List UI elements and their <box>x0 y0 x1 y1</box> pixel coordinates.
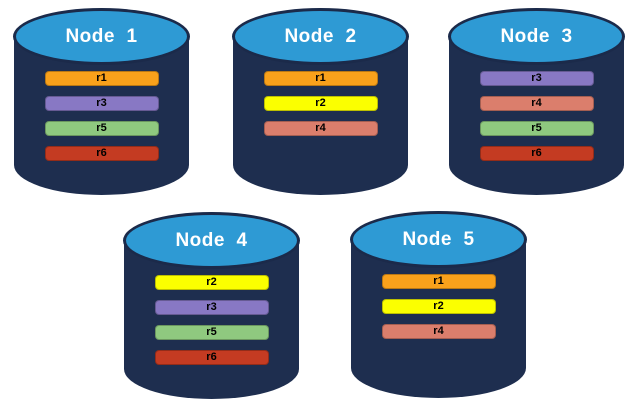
replica-list: r3 r4 r5 r6 <box>448 71 625 161</box>
node-label: Node 5 <box>402 228 475 250</box>
node-4: Node 4 r2 r3 r5 r6 <box>123 212 300 399</box>
replica-label: r2 <box>206 276 217 288</box>
replica-label: r5 <box>531 122 542 134</box>
replica-label: r1 <box>96 72 107 84</box>
replica-label: r5 <box>206 326 217 338</box>
replica-bar-r1: r1 <box>44 71 159 86</box>
replica-label: r2 <box>433 300 444 312</box>
replica-label: r1 <box>433 275 444 287</box>
replica-bar-r1: r1 <box>263 71 378 86</box>
replica-label: r3 <box>206 301 217 313</box>
cylinder-top-ellipse <box>350 211 527 268</box>
replica-list: r1 r2 r4 <box>350 274 527 339</box>
node-3: Node 3 r3 r4 r5 r6 <box>448 8 625 195</box>
replica-list: r1 r3 r5 r6 <box>13 71 190 161</box>
replica-label: r4 <box>433 325 444 337</box>
replica-bar-r3: r3 <box>154 300 269 315</box>
replica-bar-r4: r4 <box>263 121 378 136</box>
replica-label: r3 <box>531 72 542 84</box>
replica-bar-r6: r6 <box>44 146 159 161</box>
replica-bar-r2: r2 <box>154 275 269 290</box>
replica-bar-r2: r2 <box>381 299 496 314</box>
cylinder-top-ellipse <box>448 8 625 65</box>
replica-label: r1 <box>315 72 326 84</box>
replica-label: r3 <box>96 97 107 109</box>
replica-label: r5 <box>96 122 107 134</box>
replica-bar-r5: r5 <box>479 121 594 136</box>
replica-bar-r1: r1 <box>381 274 496 289</box>
node-1: Node 1 r1 r3 r5 r6 <box>13 8 190 195</box>
replica-label: r6 <box>531 147 542 159</box>
replica-label: r2 <box>315 97 326 109</box>
replica-bar-r4: r4 <box>381 324 496 339</box>
replica-bar-r6: r6 <box>154 350 269 365</box>
node-5: Node 5 r1 r2 r4 <box>350 211 527 398</box>
replica-bar-r4: r4 <box>479 96 594 111</box>
replica-bar-r5: r5 <box>154 325 269 340</box>
replica-bar-r3: r3 <box>479 71 594 86</box>
replica-list: r2 r3 r5 r6 <box>123 275 300 365</box>
replica-list: r1 r2 r4 <box>232 71 409 136</box>
node-label: Node 1 <box>65 25 138 47</box>
cylinder-top-ellipse <box>13 8 190 65</box>
cylinder-top-ellipse <box>123 212 300 269</box>
replica-label: r4 <box>531 97 542 109</box>
node-label: Node 3 <box>500 25 573 47</box>
replica-bar-r5: r5 <box>44 121 159 136</box>
replica-label: r6 <box>206 351 217 363</box>
cylinder-top-ellipse <box>232 8 409 65</box>
replica-label: r4 <box>315 122 326 134</box>
replica-bar-r6: r6 <box>479 146 594 161</box>
node-2: Node 2 r1 r2 r4 <box>232 8 409 195</box>
replica-label: r6 <box>96 147 107 159</box>
node-label: Node 2 <box>284 25 357 47</box>
replica-bar-r2: r2 <box>263 96 378 111</box>
replica-bar-r3: r3 <box>44 96 159 111</box>
node-label: Node 4 <box>175 229 248 251</box>
